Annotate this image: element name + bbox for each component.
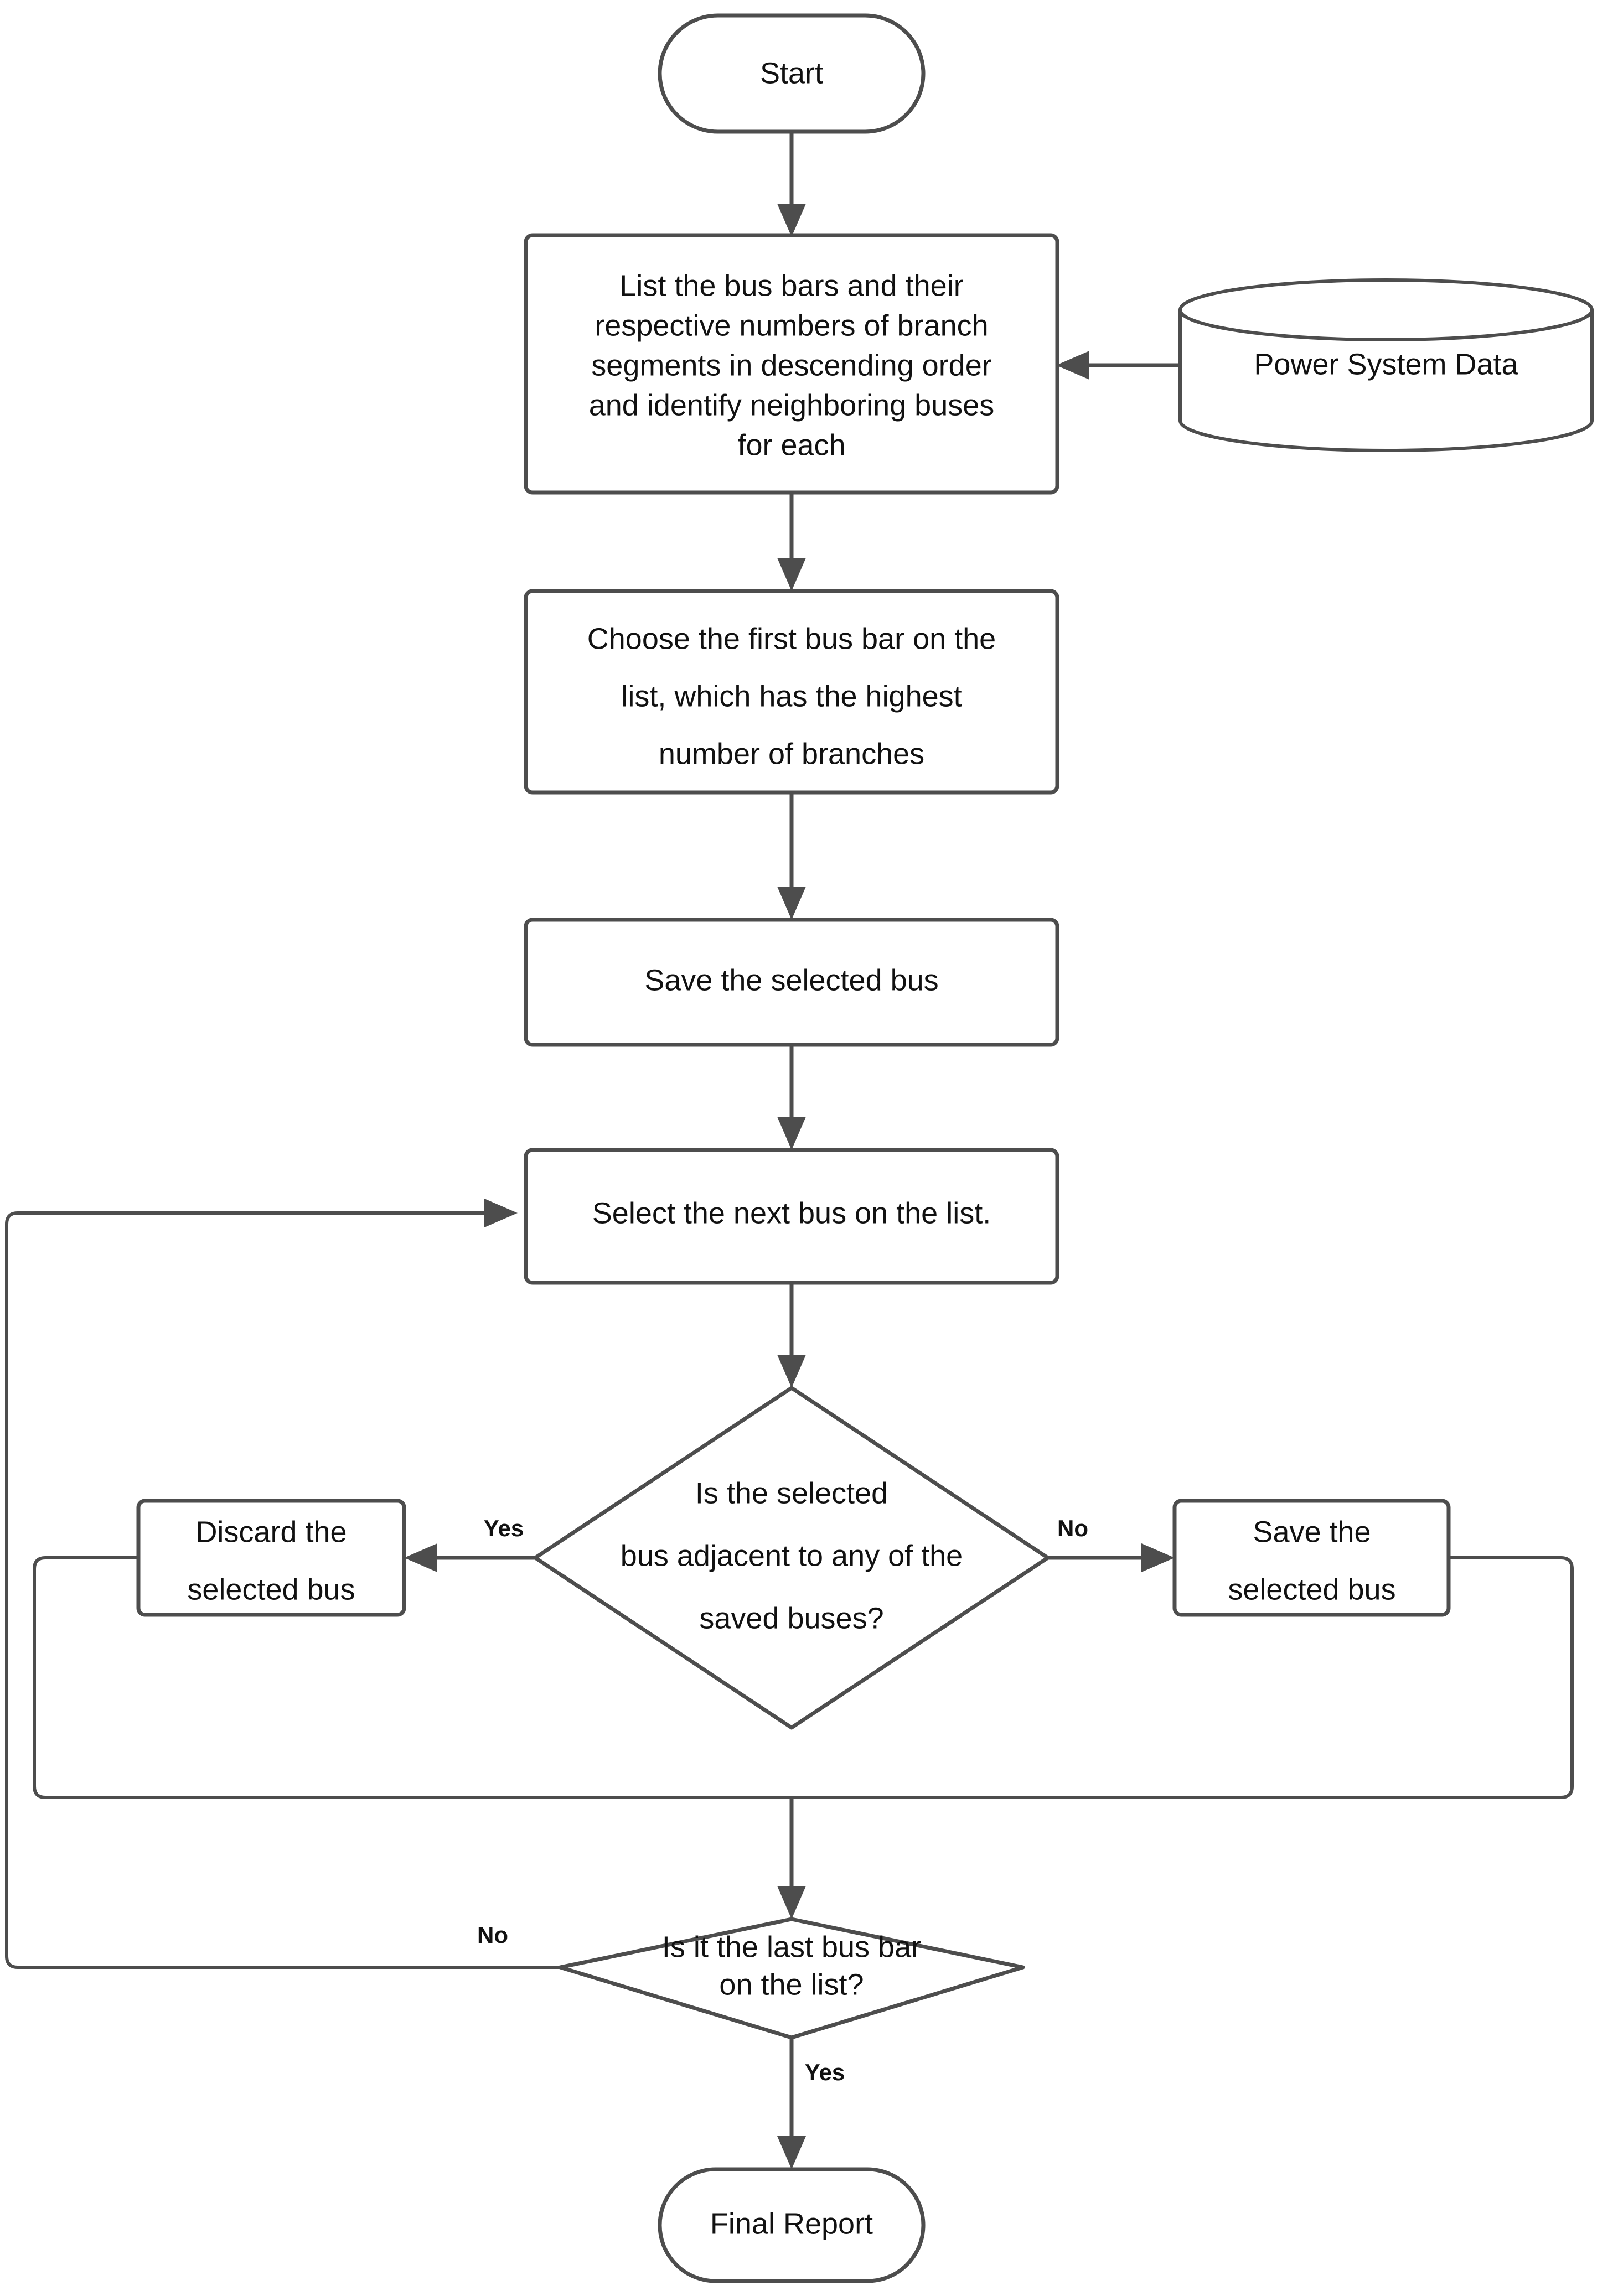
edge-lastbus-no-loop	[5, 1199, 560, 1969]
node-start-label: Start	[760, 56, 823, 90]
node-list-buses[interactable]: List the bus bars and their respective n…	[524, 233, 1059, 495]
node-adjacency-decision-line-3: saved buses?	[699, 1602, 883, 1635]
node-adjacency-decision-line-2: bus adjacent to any of the	[621, 1539, 963, 1572]
edge-label-lastbus-no: No	[477, 1922, 508, 1948]
node-discard-bus-line-1: Discard the	[195, 1515, 347, 1548]
edge-selectnext-to-adjacency	[777, 1283, 806, 1388]
edge-start-to-list	[777, 132, 806, 237]
edge-adjacency-no	[1048, 1543, 1175, 1572]
node-list-buses-line-3: segments in descending order	[591, 349, 991, 382]
node-final-report[interactable]: Final Report	[658, 2167, 926, 2283]
node-select-next-bus-line-1: Select the next bus on the list.	[592, 1196, 991, 1230]
edge-label-adjacency-no: No	[1057, 1515, 1088, 1541]
node-power-system-data-label: Power System Data	[1254, 348, 1518, 381]
node-discard-bus-line-2: selected bus	[187, 1573, 355, 1606]
node-choose-first[interactable]: Choose the first bus bar on the list, wh…	[524, 589, 1059, 795]
edge-lastbus-yes	[777, 2038, 806, 2169]
node-choose-first-line-1: Choose the first bus bar on the	[587, 622, 996, 655]
edge-saveright-to-merge	[792, 1556, 1574, 1799]
node-power-system-data[interactable]: Power System Data	[1178, 278, 1594, 452]
node-start[interactable]: Start	[658, 13, 926, 134]
edge-choose-to-save	[777, 792, 806, 920]
node-list-buses-line-5: for each	[737, 428, 845, 462]
edge-discard-to-merge	[33, 1556, 792, 1799]
node-save-bus-branch-line-2: selected bus	[1228, 1573, 1395, 1606]
node-last-bus-decision[interactable]: Is it the last bus bar on the list?	[558, 1917, 1025, 2040]
edge-data-to-list	[1056, 351, 1180, 380]
node-save-bus-branch[interactable]: Save the selected bus	[1172, 1499, 1451, 1617]
node-list-buses-line-2: respective numbers of branch	[595, 309, 988, 342]
node-choose-first-line-2: list, which has the highest	[621, 680, 962, 713]
node-adjacency-decision[interactable]: Is the selected bus adjacent to any of t…	[533, 1386, 1050, 1730]
edge-adjacency-yes	[404, 1543, 535, 1572]
edge-list-to-choose	[777, 493, 806, 591]
node-list-buses-line-1: List the bus bars and their	[619, 269, 963, 302]
node-last-bus-decision-line-2: on the list?	[719, 1968, 864, 2001]
node-final-report-label: Final Report	[710, 2207, 873, 2240]
node-select-next-bus[interactable]: Select the next bus on the list.	[524, 1148, 1059, 1285]
node-choose-first-line-3: number of branches	[659, 737, 924, 770]
node-list-buses-line-4: and identify neighboring buses	[589, 388, 995, 422]
edge-label-adjacency-yes: Yes	[484, 1515, 524, 1541]
node-adjacency-decision-line-1: Is the selected	[695, 1476, 888, 1510]
edge-save-to-selectnext	[777, 1045, 806, 1150]
node-discard-bus[interactable]: Discard the selected bus	[136, 1499, 406, 1617]
node-last-bus-decision-line-1: Is it the last bus bar	[662, 1930, 921, 1963]
node-save-selected-bus[interactable]: Save the selected bus	[524, 918, 1059, 1047]
node-save-bus-branch-line-1: Save the	[1253, 1515, 1371, 1548]
edge-label-lastbus-yes: Yes	[805, 2059, 845, 2085]
edge-merge-to-lastbus	[777, 1797, 806, 1919]
node-save-selected-bus-line-1: Save the selected bus	[644, 963, 938, 997]
